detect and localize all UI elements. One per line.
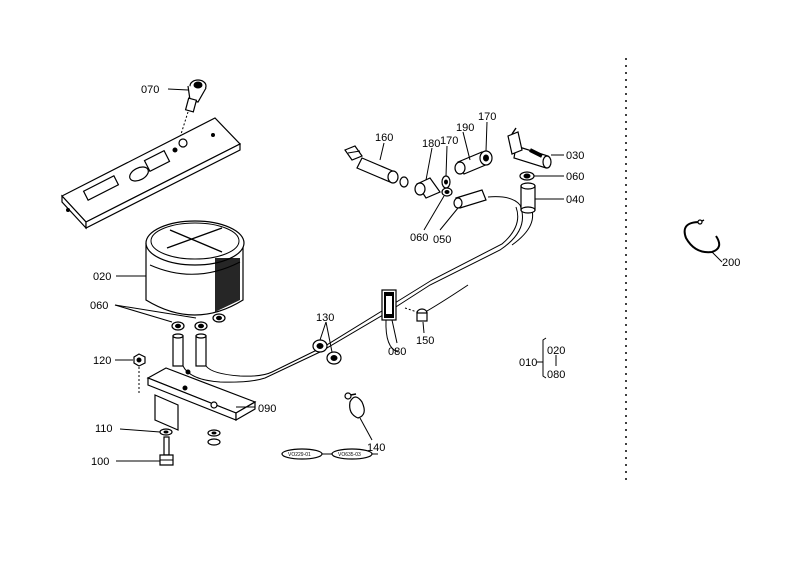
- label-170-b: 170: [478, 111, 496, 123]
- label-080: 080: [388, 346, 406, 358]
- part-180-connector: [414, 177, 441, 199]
- label-200: 200: [722, 257, 740, 269]
- label-150: 150: [416, 335, 434, 347]
- assembly-bracket: [537, 337, 557, 379]
- label-100: 100: [91, 456, 109, 468]
- panel-plate: [61, 117, 241, 230]
- reference-tags: [281, 448, 378, 460]
- label-190: 190: [456, 122, 474, 134]
- part-100-bolt: [159, 436, 174, 466]
- label-130: 130: [316, 312, 334, 324]
- label-090: 090: [258, 403, 276, 415]
- label-060-left: 060: [90, 300, 108, 312]
- part-020-cylinder: [145, 220, 245, 316]
- label-120: 120: [93, 355, 111, 367]
- label-110: 110: [95, 423, 113, 435]
- label-020: 020: [93, 271, 111, 283]
- reference-tag-1: VO229-01: [288, 452, 311, 458]
- part-030-plug: [507, 127, 552, 169]
- label-030: 030: [566, 150, 584, 162]
- part-170-ring-a: [441, 175, 451, 189]
- part-170-ring-b: [479, 150, 493, 166]
- label-140: 140: [367, 442, 385, 454]
- part-130-clamps: [312, 339, 342, 365]
- part-160-hose: [344, 145, 399, 184]
- part-150-screw: [404, 307, 428, 322]
- part-050-sleeve: [453, 189, 487, 209]
- part-090-bracket: [146, 367, 257, 431]
- label-070: 070: [141, 84, 159, 96]
- part-120-nut: [133, 353, 146, 367]
- assembly-range-end: 080: [547, 369, 565, 381]
- assembly-range-start: 020: [547, 345, 565, 357]
- assembly-parent-label: 010: [519, 357, 537, 369]
- part-070-knob: [184, 79, 207, 113]
- label-170-a: 170: [440, 135, 458, 147]
- label-060-lower: 060: [410, 232, 428, 244]
- part-110-washer: [159, 428, 221, 446]
- small-fittings: [399, 176, 453, 197]
- standoff-posts: [172, 333, 207, 367]
- reference-tag-2: VO635-03: [338, 452, 361, 458]
- part-040-tube: [520, 182, 536, 214]
- part-200-snap-ring: [683, 219, 721, 254]
- part-080-clip: [381, 289, 397, 321]
- label-040: 040: [566, 194, 584, 206]
- part-060-nuts-left: [171, 313, 226, 331]
- label-160: 160: [375, 132, 393, 144]
- part-060-nut-right: [519, 171, 535, 181]
- part-140-cable-clamp: [344, 392, 365, 419]
- label-180: 180: [422, 138, 440, 150]
- label-050: 050: [433, 234, 451, 246]
- label-060-right: 060: [566, 171, 584, 183]
